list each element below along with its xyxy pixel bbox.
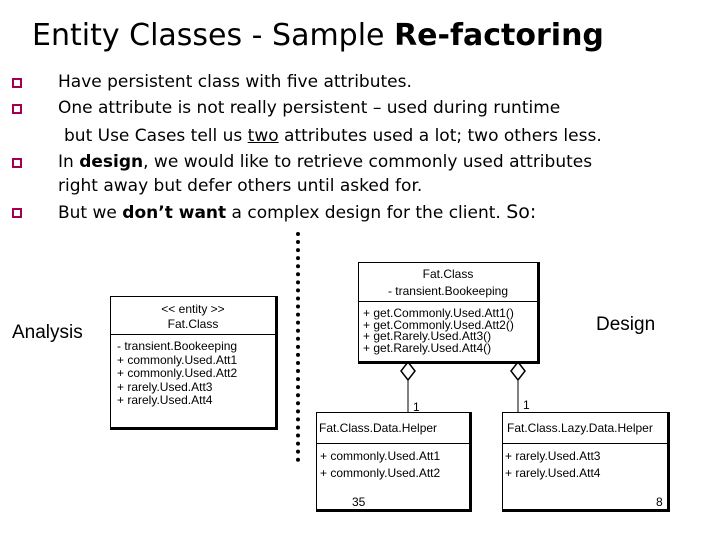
title-text: Entity Classes - Sample — [32, 18, 395, 53]
bullet-3-post: , we would like to retrieve commonly use… — [143, 152, 593, 172]
attribute-row: + commonly.Used.Att2 — [117, 366, 238, 380]
analysis-class-name: Fat.Class — [167, 317, 219, 331]
bullet-3-pre: In — [58, 152, 80, 172]
design-class-name: Fat.Class — [422, 267, 474, 281]
slide-title: Entity Classes - Sample Re-factoring — [32, 18, 604, 53]
attribute-row: + rarely.Used.Att4 — [117, 393, 213, 407]
attribute-row: + commonly.Used.Att1 — [320, 449, 441, 463]
design-class-separator — [359, 301, 537, 302]
bullet-3-continuation: right away but defer others until asked … — [58, 176, 423, 196]
lazy-data-helper-class-attributes: + rarely.Used.Att3 + rarely.Used.Att4 — [503, 444, 667, 482]
operation-row: + get.Rarely.Used.Att3() — [363, 329, 492, 343]
attribute-row: + commonly.Used.Att1 — [117, 352, 238, 367]
footer-left-number: 35 — [352, 495, 366, 509]
bullet-2-continuation: but Use Cases tell us two attributes use… — [64, 124, 602, 148]
attribute-row: + rarely.Used.Att3 — [117, 379, 213, 394]
bullet-2-cont-underlined: two — [247, 126, 279, 146]
analysis-class-separator — [111, 334, 275, 339]
attribute-row: + rarely.Used.Att3 — [505, 449, 601, 463]
attribute-row: + rarely.Used.Att4 — [505, 466, 601, 480]
data-helper-class-attributes: + commonly.Used.Att1 + commonly.Used.Att… — [317, 444, 469, 482]
divider-dotted-line — [296, 232, 300, 462]
lazy-data-helper-class-box: Fat.Class.Lazy.Data.Helper + rarely.Used… — [502, 412, 670, 512]
title-bold-text: Re-factoring — [394, 18, 604, 53]
attribute-row: - transient.Bookeeping — [117, 339, 238, 353]
data-helper-class-separator — [317, 443, 469, 444]
lazy-data-helper-class-name: Fat.Class.Lazy.Data.Helper — [507, 421, 653, 435]
bullet-square-icon — [12, 158, 22, 168]
design-class-attribute: - transient.Bookeeping — [387, 284, 509, 298]
operation-row: + get.Commonly.Used.Att2() — [363, 317, 514, 332]
operation-row: + get.Rarely.Used.Att4() — [363, 340, 492, 355]
bullet-square-icon — [12, 104, 22, 114]
data-helper-class-name: Fat.Class.Data.Helper — [319, 421, 438, 435]
analysis-fat-class-box: << entity >> Fat.Class - transient.Booke… — [110, 296, 278, 430]
bullet-4-post: a complex design for the client. — [226, 203, 507, 223]
design-class-operations: + get.Commonly.Used.Att1() + get.Commonl… — [359, 302, 537, 354]
analysis-class-attributes: - transient.Bookeeping + commonly.Used.A… — [111, 339, 275, 408]
data-helper-class-box: Fat.Class.Data.Helper + commonly.Used.At… — [316, 412, 472, 512]
bullet-4-text: But we don’t want a complex design for t… — [58, 200, 536, 225]
bullet-1-text: Have persistent class with five attribut… — [58, 72, 412, 92]
bullet-2-cont-post: attributes used a lot; two others less. — [278, 126, 602, 146]
operation-row: + get.Commonly.Used.Att1() — [363, 306, 514, 320]
attribute-row: + commonly.Used.Att2 — [320, 466, 441, 480]
design-label: Design — [596, 314, 656, 335]
multiplicity-right: 1 — [523, 398, 530, 412]
lazy-data-helper-class-separator — [503, 443, 667, 444]
bullet-3-text: In design, we would like to retrieve com… — [58, 150, 592, 174]
analysis-class-stereotype: << entity >> — [161, 302, 225, 316]
analysis-label: Analysis — [12, 322, 83, 343]
bullet-4-bold: don’t want — [122, 203, 227, 223]
bullet-2-cont-pre: but Use Cases tell us — [64, 126, 248, 146]
bullet-4-pre: But we — [58, 203, 123, 223]
multiplicity-left: 1 — [413, 400, 420, 414]
bullet-3-bold: design — [79, 152, 144, 172]
bullet-2-text: One attribute is not really persistent –… — [58, 98, 561, 118]
analysis-class-header: << entity >> Fat.Class — [111, 297, 275, 334]
bullet-square-icon — [12, 208, 22, 218]
design-fat-class-box: Fat.Class - transient.Bookeeping + get.C… — [358, 262, 540, 364]
bullet-4-tail: So: — [506, 201, 537, 223]
bullet-square-icon — [12, 78, 22, 88]
aggregation-diamond-left-icon — [400, 360, 416, 382]
page-number: 8 — [656, 495, 663, 509]
aggregation-diamond-right-icon — [510, 360, 526, 382]
